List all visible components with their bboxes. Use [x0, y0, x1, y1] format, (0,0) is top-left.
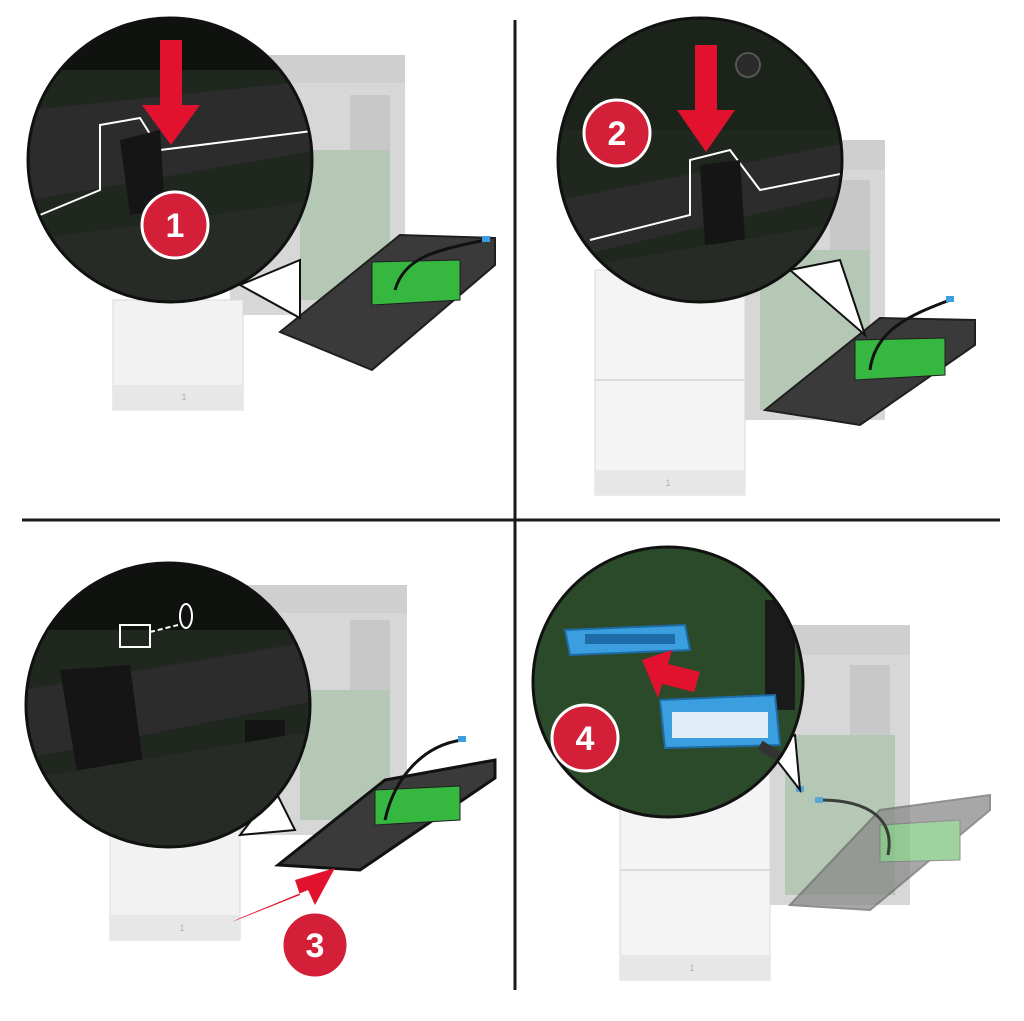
panel-step-1: 1 1	[26, 16, 496, 411]
arrow-right-icon	[232, 868, 335, 922]
step-badge-4: 4	[550, 703, 620, 773]
step-number-4: 4	[576, 720, 595, 758]
panel-step-3: 1 3	[24, 561, 497, 980]
tray-label: 1	[665, 478, 670, 488]
side-cover	[278, 233, 496, 372]
arrow-down-icon	[677, 45, 735, 152]
panel-step-2: 1 2	[556, 16, 976, 496]
zoom-callout	[556, 16, 868, 339]
step-badge-1: 1	[140, 190, 210, 260]
step-badge-2: 2	[582, 98, 652, 168]
step-number-1: 1	[166, 207, 185, 245]
step-badge-3: 3	[280, 910, 350, 980]
step-number-3: 3	[306, 927, 325, 965]
zoom-callout	[26, 16, 314, 320]
side-cover	[787, 786, 991, 912]
arrow-down-icon	[142, 40, 200, 145]
panel-step-4: 1 4	[531, 545, 991, 981]
arrow-left-icon	[642, 650, 700, 698]
step-number-2: 2	[608, 115, 627, 153]
tray-label: 1	[179, 923, 184, 933]
side-cover	[274, 736, 497, 872]
tray-label: 1	[181, 392, 186, 402]
tray-label: 1	[689, 963, 694, 973]
side-cover	[762, 296, 976, 427]
zoom-callout	[531, 545, 805, 819]
